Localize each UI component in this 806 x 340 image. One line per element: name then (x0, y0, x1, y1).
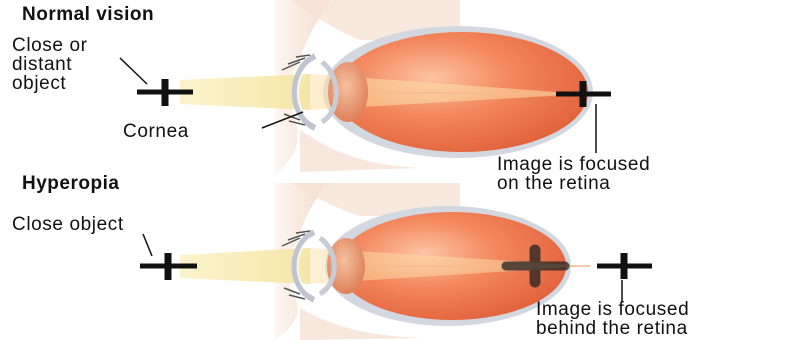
object-leader-line-2 (143, 234, 152, 256)
normal-vision-heading: Normal vision (22, 5, 154, 24)
image-label-1-line-1: Image is focused (497, 155, 650, 174)
hyperopia-heading: Hyperopia (22, 174, 119, 193)
cornea-label: Cornea (123, 122, 189, 141)
object-label-line-2: distant (12, 55, 72, 74)
light-beam-2 (180, 248, 310, 284)
object-label-line-3: object (12, 74, 66, 93)
object-leader-line-1 (120, 58, 147, 84)
normal-vision-illustration (120, 0, 611, 175)
object-label-line-1: Close or (12, 36, 88, 55)
image-label-2-line-1: Image is focused (536, 300, 689, 319)
image-label-1-line-2: on the retina (497, 174, 610, 193)
image-label-2-line-2: behind the retina (536, 319, 688, 338)
image-cross-marker-2 (597, 253, 652, 279)
close-object-label: Close object (12, 215, 124, 234)
light-beam (180, 74, 310, 110)
